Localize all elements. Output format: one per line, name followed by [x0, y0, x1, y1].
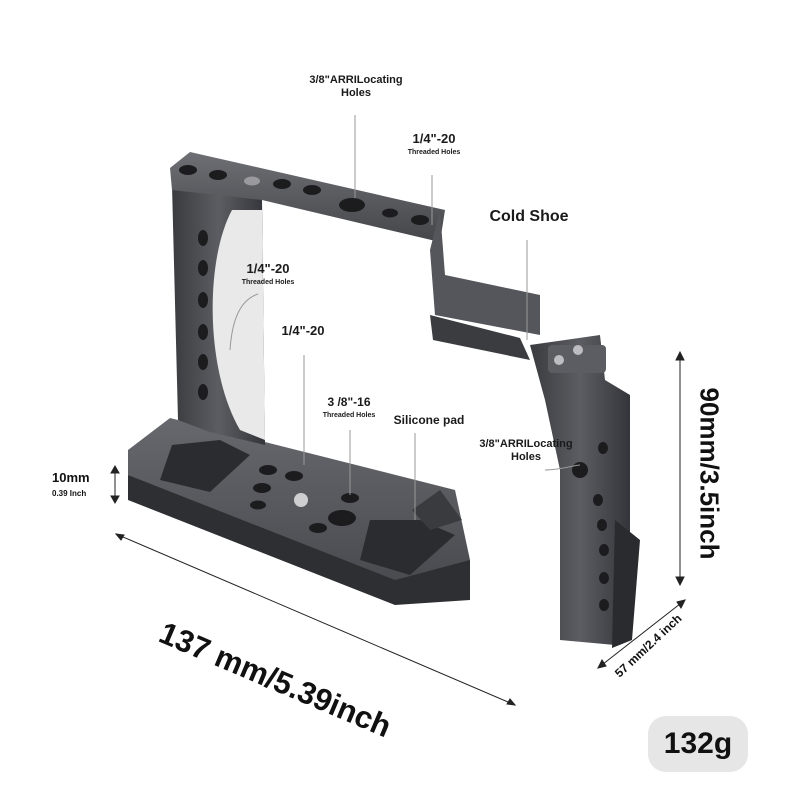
callout-cold-shoe: Cold Shoe — [484, 208, 574, 226]
callout-three-eighths-16: 3 /8"-16 Threaded Holes — [312, 395, 386, 420]
dimension-arrows — [110, 350, 686, 706]
callout-three-eighths-16-main: 3 /8"-16 — [327, 395, 371, 409]
callout-arri-top: 3/8"ARRILocating Holes — [300, 74, 412, 99]
callout-arri-top-line1: 3/8"ARRILocating — [309, 74, 403, 86]
lock-lever — [412, 490, 462, 530]
weight-badge: 132g — [648, 716, 748, 772]
callout-leaders — [229, 115, 581, 520]
callout-silicone-pad: Silicone pad — [384, 413, 474, 428]
base-holes — [250, 465, 359, 533]
callout-arri-top-line2: Holes — [341, 86, 371, 99]
callout-arri-side-line1: 3/8"ARRILocating — [479, 438, 573, 450]
callout-threaded-top: 1/4"-20 Threaded Holes — [398, 131, 470, 157]
callout-cold-shoe-main: Cold Shoe — [489, 208, 569, 225]
tripod-screw — [294, 493, 308, 507]
dimension-height: 90mm/3.5inch — [694, 387, 725, 560]
callout-quarter-20-main: 1/4"-20 — [281, 323, 325, 338]
callout-three-eighths-16-sub: Threaded Holes — [322, 411, 376, 419]
callout-arri-side-line2: Holes — [511, 450, 541, 463]
dimension-thickness-inch: 0.39 Inch — [52, 489, 87, 498]
left-post-holes — [198, 230, 208, 400]
callout-threaded-side-main: 1/4"-20 — [246, 261, 290, 276]
callout-threaded-top-main: 1/4"-20 — [412, 131, 456, 146]
left-frame-post — [172, 178, 265, 445]
dimension-thickness-mm: 10mm — [52, 470, 90, 485]
top-bar-holes — [179, 165, 429, 225]
callout-arri-side: 3/8"ARRILocating Holes — [470, 438, 582, 463]
callout-threaded-side: 1/4"-20 Threaded Holes — [232, 261, 304, 287]
silicone-pads — [160, 440, 455, 575]
callout-quarter-20: 1/4"-20 — [272, 323, 334, 339]
right-top-screws — [554, 345, 583, 365]
right-handle-holes — [572, 442, 609, 611]
callout-threaded-side-sub: Threaded Holes — [241, 278, 295, 286]
callout-threaded-top-sub: Threaded Holes — [407, 148, 461, 156]
callout-silicone-pad-main: Silicone pad — [393, 413, 465, 427]
top-handle-bar — [170, 152, 540, 360]
right-side-handle — [530, 335, 640, 648]
